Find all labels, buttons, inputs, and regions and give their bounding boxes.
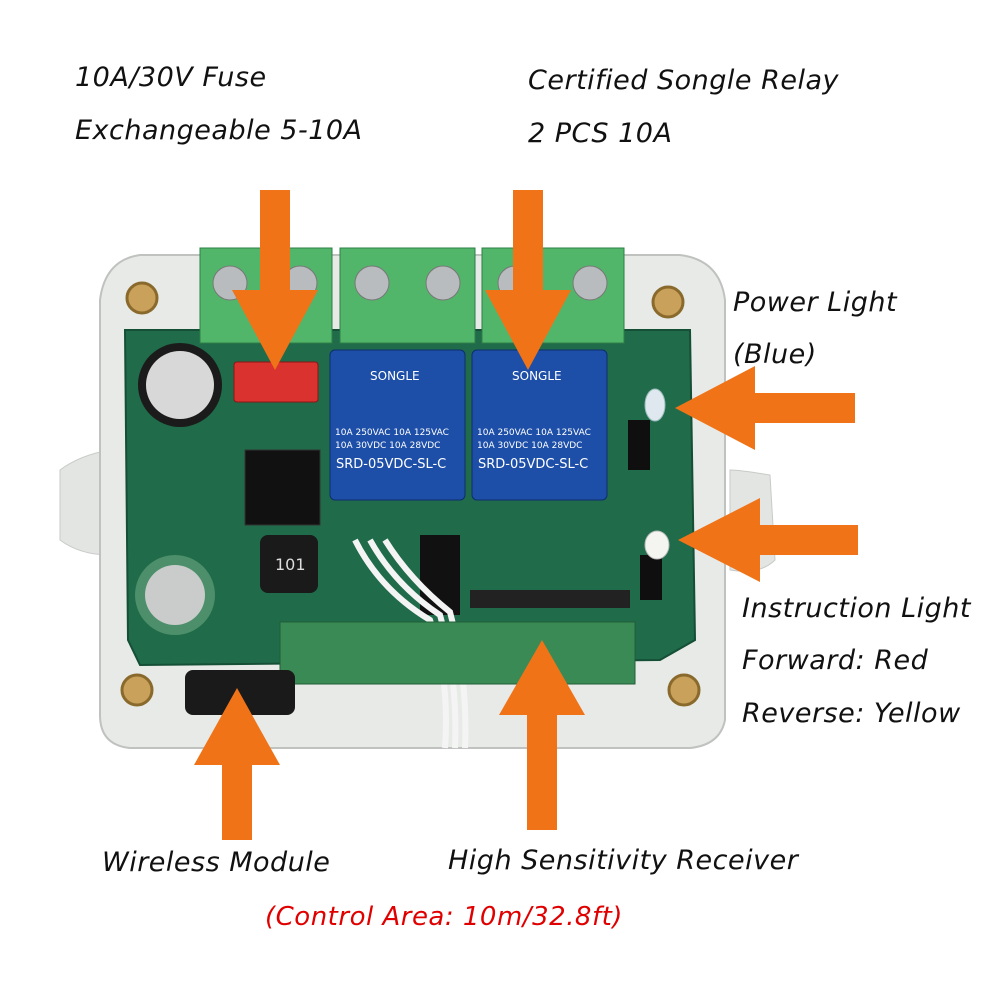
power-led <box>628 388 666 470</box>
relay-label-line1: Certified Songle Relay <box>528 65 839 96</box>
inductor <box>260 535 318 593</box>
mount-screw-tr <box>651 285 685 319</box>
svg-text:10A 250VAC 10A 125VAC: 10A 250VAC 10A 125VAC <box>335 428 449 438</box>
receiver-label: High Sensitivity Receiver <box>448 845 799 876</box>
pin-header <box>470 590 630 608</box>
svg-text:10A 30VDC 10A 28VDC: 10A 30VDC 10A 28VDC <box>335 441 440 451</box>
fuse-label-line2: Exchangeable 5-10A <box>75 115 363 146</box>
svg-text:SRD-05VDC-SL-C: SRD-05VDC-SL-C <box>336 457 446 472</box>
instruction-light-label-line3: Reverse: Yellow <box>742 698 961 729</box>
arrows <box>194 190 858 840</box>
arrow-relay <box>485 190 571 370</box>
svg-text:10A 30VDC 10A 28VDC: 10A 30VDC 10A 28VDC <box>477 441 582 451</box>
svg-text:SRD-05VDC-SL-C: SRD-05VDC-SL-C <box>478 457 588 472</box>
power-light-label-line2: (Blue) <box>733 339 817 370</box>
instruction-light-label-line2: Forward: Red <box>742 645 929 676</box>
capacitor-bottom <box>135 555 215 635</box>
receiver-board <box>279 621 636 685</box>
voltage-regulator <box>244 449 321 526</box>
svg-text:SONGLE: SONGLE <box>370 369 420 383</box>
instruction-led <box>640 530 670 600</box>
svg-text:SONGLE: SONGLE <box>512 369 562 383</box>
wires <box>352 538 469 749</box>
arrow-fuse <box>232 190 318 370</box>
instruction-light-label-line1: Instruction Light <box>742 593 971 624</box>
antenna-coil <box>185 670 295 715</box>
mount-screw-br <box>667 673 701 707</box>
relay-label-line2: 2 PCS 10A <box>528 118 673 149</box>
relay-right: SONGLE 10A 250VAC 10A 125VAC 10A 30VDC 1… <box>471 349 608 501</box>
control-area-label: (Control Area: 10m/32.8ft) <box>265 902 623 932</box>
arrow-instruction-light <box>678 498 858 582</box>
arrow-wireless <box>194 688 280 840</box>
relay-left: SONGLE 10A 250VAC 10A 125VAC 10A 30VDC 1… <box>329 349 466 501</box>
svg-text:10A 250VAC 10A 125VAC: 10A 250VAC 10A 125VAC <box>477 428 591 438</box>
arrow-receiver <box>499 640 585 830</box>
inductor-code: 101 <box>275 555 306 574</box>
mount-screw-tl <box>125 281 159 315</box>
capacitor-top <box>138 343 222 427</box>
mount-screw-bl <box>120 673 154 707</box>
power-light-label-line1: Power Light <box>733 287 898 318</box>
fuse-label-line1: 10A/30V Fuse <box>75 62 267 93</box>
arrow-power-light <box>675 366 855 450</box>
wireless-module-label: Wireless Module <box>102 847 331 878</box>
